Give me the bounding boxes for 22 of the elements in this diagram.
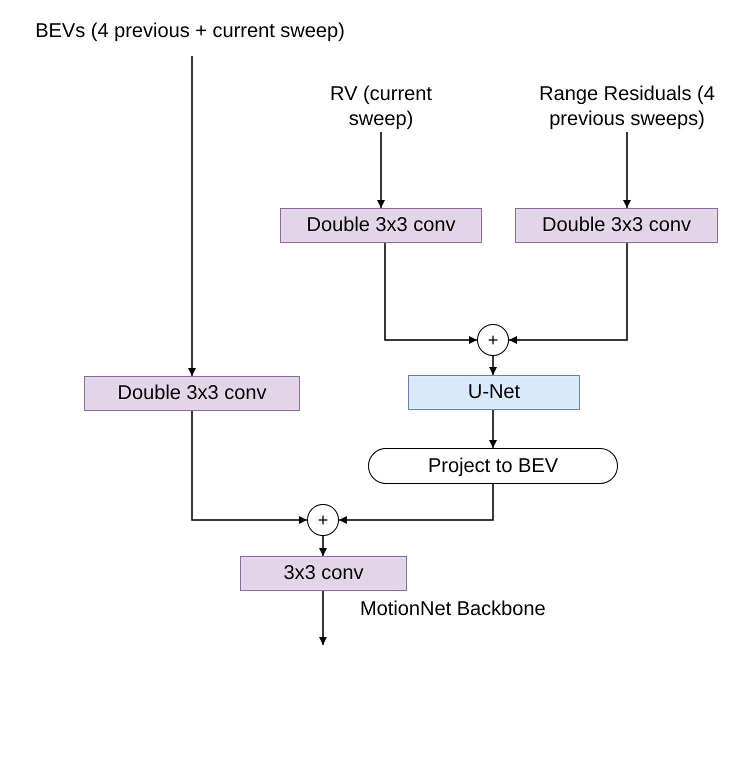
input-label: BEVs (4 previous + current sweep) bbox=[30, 6, 350, 56]
arrow bbox=[191, 411, 307, 524]
arrow bbox=[188, 56, 196, 376]
arrow bbox=[489, 356, 497, 375]
sum-circle: + bbox=[307, 504, 339, 536]
arrow bbox=[384, 243, 477, 344]
input-label: RV (current sweep) bbox=[300, 82, 462, 132]
arrow bbox=[489, 410, 497, 448]
input-label: Range Residuals (4 previous sweeps) bbox=[512, 82, 742, 132]
process-pill: Project to BEV bbox=[368, 448, 618, 484]
conv-box: Double 3x3 conv bbox=[280, 208, 482, 243]
unet-box: U-Net bbox=[408, 375, 580, 410]
arrow bbox=[377, 132, 385, 208]
arrow bbox=[319, 591, 327, 645]
conv-box: Double 3x3 conv bbox=[84, 376, 300, 411]
arrow bbox=[339, 484, 494, 524]
conv-box: Double 3x3 conv bbox=[515, 208, 718, 243]
sum-circle: + bbox=[477, 324, 509, 356]
arrow bbox=[509, 243, 628, 344]
conv-box: 3x3 conv bbox=[240, 556, 407, 591]
arrow bbox=[319, 536, 327, 556]
arrow bbox=[623, 132, 631, 208]
